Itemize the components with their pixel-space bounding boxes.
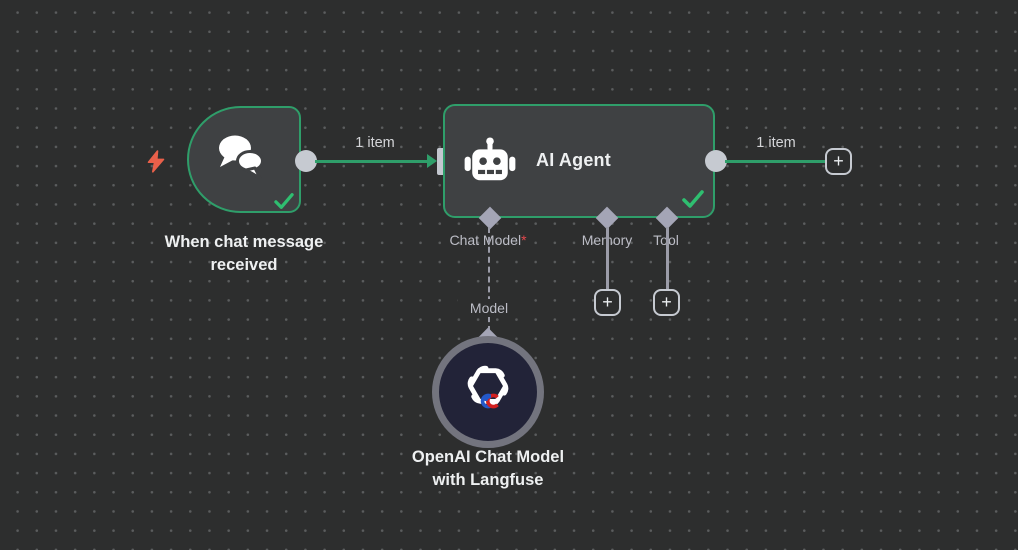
connection-arrow-icon xyxy=(427,154,437,168)
agent-output-connector[interactable] xyxy=(705,150,727,172)
connection-trigger-to-agent[interactable] xyxy=(315,160,428,163)
connection-agent-output[interactable] xyxy=(725,160,825,163)
trigger-node-label: When chat message received xyxy=(164,233,324,274)
ai-agent-title: AI Agent xyxy=(536,150,611,170)
add-next-node-button[interactable]: + xyxy=(825,148,852,175)
plus-icon: + xyxy=(833,151,844,171)
robot-icon xyxy=(464,137,516,181)
chat-model-connection-line[interactable] xyxy=(488,227,490,332)
trigger-output-connector[interactable] xyxy=(295,150,317,172)
model-node-label: OpenAI Chat Model with Langfuse xyxy=(411,448,565,489)
success-check-icon xyxy=(682,190,704,208)
plus-icon: + xyxy=(602,292,613,312)
connection-items-label: 1 item xyxy=(756,135,796,151)
chat-bubbles-icon xyxy=(219,135,264,180)
success-check-icon xyxy=(274,193,294,209)
openai-model-node[interactable] xyxy=(432,336,544,448)
zap-icon xyxy=(147,150,165,173)
memory-connector-line xyxy=(606,227,609,290)
add-tool-button[interactable]: + xyxy=(653,289,680,316)
add-memory-button[interactable]: + xyxy=(594,289,621,316)
port-label-chat-model: Chat Model* xyxy=(449,232,527,248)
tool-connector-line xyxy=(666,227,669,290)
chat-trigger-node[interactable] xyxy=(187,106,301,213)
required-asterisk: * xyxy=(521,232,527,248)
openai-logo-icon xyxy=(467,365,509,407)
langfuse-badge-icon xyxy=(480,393,499,409)
agent-input-connector[interactable] xyxy=(437,148,447,175)
model-connection-label: Model xyxy=(458,299,520,317)
connection-items-label: 1 item xyxy=(355,135,395,151)
plus-icon: + xyxy=(661,292,672,312)
ai-agent-node[interactable]: AI Agent xyxy=(443,104,715,218)
